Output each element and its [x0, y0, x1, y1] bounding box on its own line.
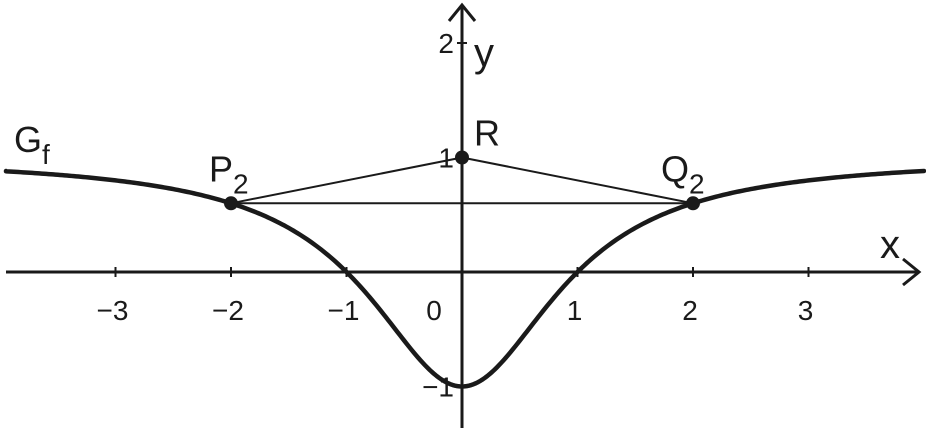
point-label-main: R: [474, 113, 500, 154]
y-tick-label: 1: [438, 143, 454, 174]
curve-g-f: [3, 168, 926, 389]
x-tick-label: −1: [328, 295, 360, 326]
curve: Gf: [3, 119, 926, 389]
curve-label-main: G: [14, 119, 42, 160]
segment-p2-r: [230, 156, 463, 205]
segment-r-q2: [461, 156, 694, 205]
x-tick-label: 2: [682, 295, 698, 326]
x-tick-label: 3: [798, 295, 814, 326]
axes: x y: [6, 2, 922, 428]
point-label-r: R: [474, 113, 500, 154]
curve-label-sub: f: [42, 139, 50, 170]
point-label-main: P: [209, 148, 233, 189]
point-label-sub: 2: [233, 168, 249, 199]
y-axis-arrowhead: [447, 2, 477, 22]
y-tick-label: 2: [438, 28, 454, 59]
x-tick-label: −2: [212, 295, 244, 326]
x-tick-label: −3: [97, 295, 129, 326]
y-axis-label: y: [474, 31, 494, 75]
point-label-p2: P2: [209, 148, 249, 199]
x-tick-label: 0: [426, 295, 442, 326]
curve-label: Gf: [14, 119, 50, 170]
point-p2: [224, 196, 238, 211]
point-q2: [686, 196, 700, 211]
point-label-sub: 2: [689, 168, 705, 199]
x-tick-label: 1: [567, 295, 583, 326]
point-r: [455, 150, 469, 165]
x-axis-arrowhead: [902, 257, 922, 287]
point-label-q2: Q2: [661, 148, 705, 199]
point-label-main: Q: [661, 148, 689, 189]
x-axis-label: x: [880, 223, 900, 267]
